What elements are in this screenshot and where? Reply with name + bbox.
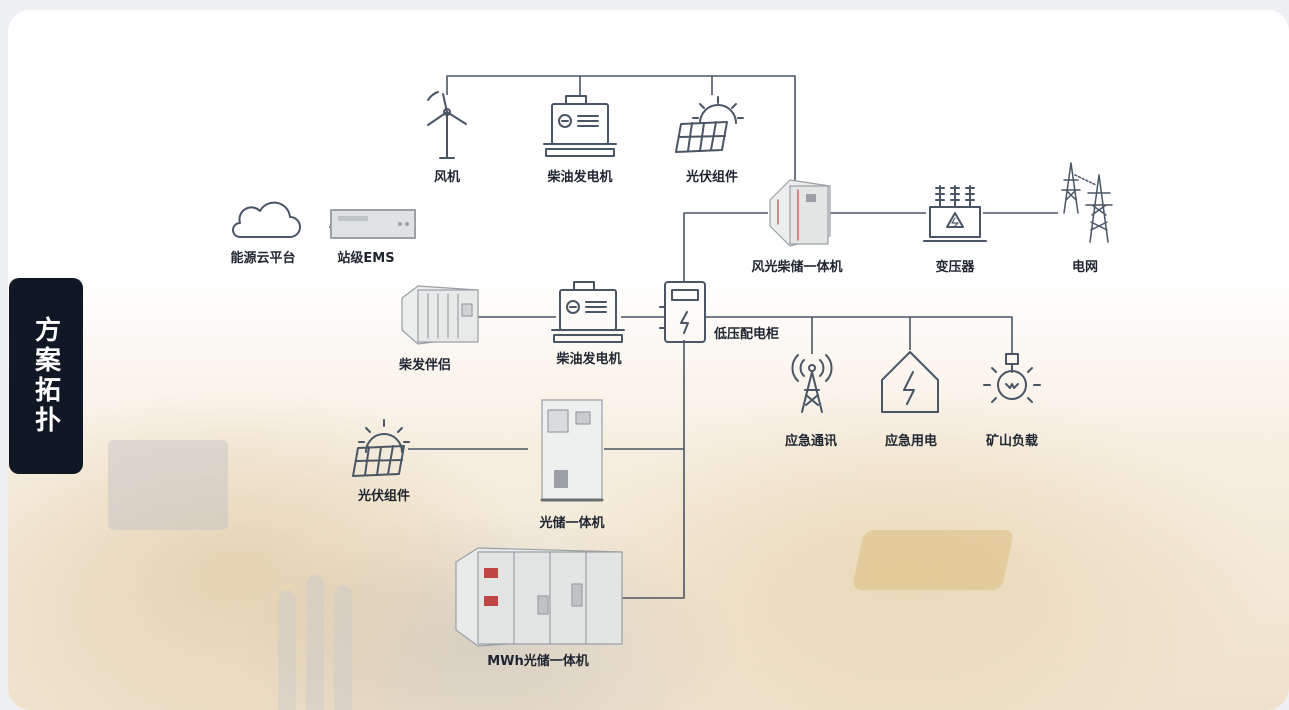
- solar-panel-icon: [352, 419, 410, 477]
- wind-turbine-icon: [427, 91, 467, 159]
- label-mine-load: 矿山负载: [985, 434, 1039, 449]
- label-diesel-mid: 柴油发电机: [556, 352, 622, 367]
- label-diesel-companion: 柴发伴侣: [398, 358, 452, 373]
- background-machine: [108, 440, 228, 530]
- label-wind: 风机: [433, 170, 461, 185]
- label-cloud: 能源云平台: [230, 251, 296, 266]
- background-silo: [306, 575, 324, 710]
- label-hybrid-unit: 风光柴储一体机: [751, 260, 843, 275]
- diagram-card: [8, 10, 1289, 710]
- background-silo: [334, 585, 352, 710]
- label-grid: 电网: [1071, 260, 1099, 275]
- transformer-icon: [923, 185, 987, 242]
- house-bolt-icon: [881, 351, 939, 413]
- connection-lines: [329, 75, 1058, 599]
- side-tab-label: 方案拓扑: [30, 316, 61, 436]
- generator-icon: [543, 95, 617, 157]
- side-tab[interactable]: 方案拓扑: [9, 278, 83, 474]
- label-lv-cabinet: 低压配电柜: [714, 327, 780, 342]
- diesel-companion-icon: [401, 285, 479, 345]
- ems-device-icon: [330, 209, 416, 239]
- label-pv-top: 光伏组件: [685, 170, 739, 185]
- mining-background: [8, 10, 1289, 710]
- label-mwh-storage: MWh光储一体机: [487, 654, 589, 669]
- label-pv-storage: 光储一体机: [539, 516, 605, 531]
- cabinet-icon: [659, 281, 706, 343]
- solar-panel-icon: [675, 96, 744, 153]
- hybrid-unit-icon: [769, 179, 831, 247]
- label-emergency-power: 应急用电: [884, 434, 938, 449]
- label-diesel-top: 柴油发电机: [547, 170, 613, 185]
- pv-storage-unit-icon: [540, 399, 604, 502]
- background-silo: [278, 590, 296, 710]
- mwh-container-icon: [455, 547, 623, 647]
- label-ems: 站级EMS: [337, 251, 395, 266]
- transmission-tower-icon: [1061, 162, 1113, 243]
- lightbulb-icon: [983, 353, 1041, 403]
- generator-icon: [551, 281, 625, 343]
- cloud-icon: [232, 201, 301, 238]
- label-pv-bottom: 光伏组件: [357, 489, 411, 504]
- label-transformer: 变压器: [935, 260, 975, 275]
- antenna-icon: [791, 354, 833, 413]
- label-emergency-comm: 应急通讯: [784, 434, 838, 449]
